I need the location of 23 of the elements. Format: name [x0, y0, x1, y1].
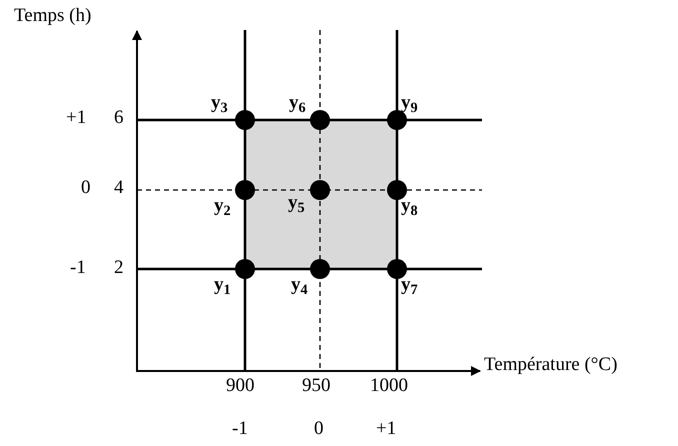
tick-label: -1	[232, 419, 248, 438]
point-label: y$_{1}$	[214, 275, 231, 294]
axis-title: Température (°C)	[484, 355, 618, 374]
tick-label: 0	[314, 419, 324, 438]
tick-label: 2	[114, 258, 124, 277]
point-label: y$_{4}$	[291, 275, 308, 294]
tick-label: 950	[302, 376, 330, 395]
tick-label: 6	[114, 108, 124, 127]
point-label: y$_{8}$	[401, 196, 418, 215]
tick-label: 4	[114, 178, 124, 197]
point-label: y$_{6}$	[289, 93, 306, 112]
tick-label: +1	[376, 419, 396, 438]
tick-label: -1	[70, 258, 86, 277]
tick-label: 900	[226, 376, 254, 395]
point-label: y$_{7}$	[401, 275, 418, 294]
point-label: y$_{9}$	[401, 93, 418, 112]
tick-label: +1	[66, 108, 86, 127]
tick-label: 0	[81, 178, 90, 197]
tick-label: 1000	[370, 376, 408, 395]
point-label: y$_{2}$	[214, 196, 231, 215]
point-label: y$_{5}$	[288, 193, 305, 212]
point-label: y$_{3}$	[211, 93, 228, 112]
axis-title: Temps (h)	[14, 6, 92, 25]
